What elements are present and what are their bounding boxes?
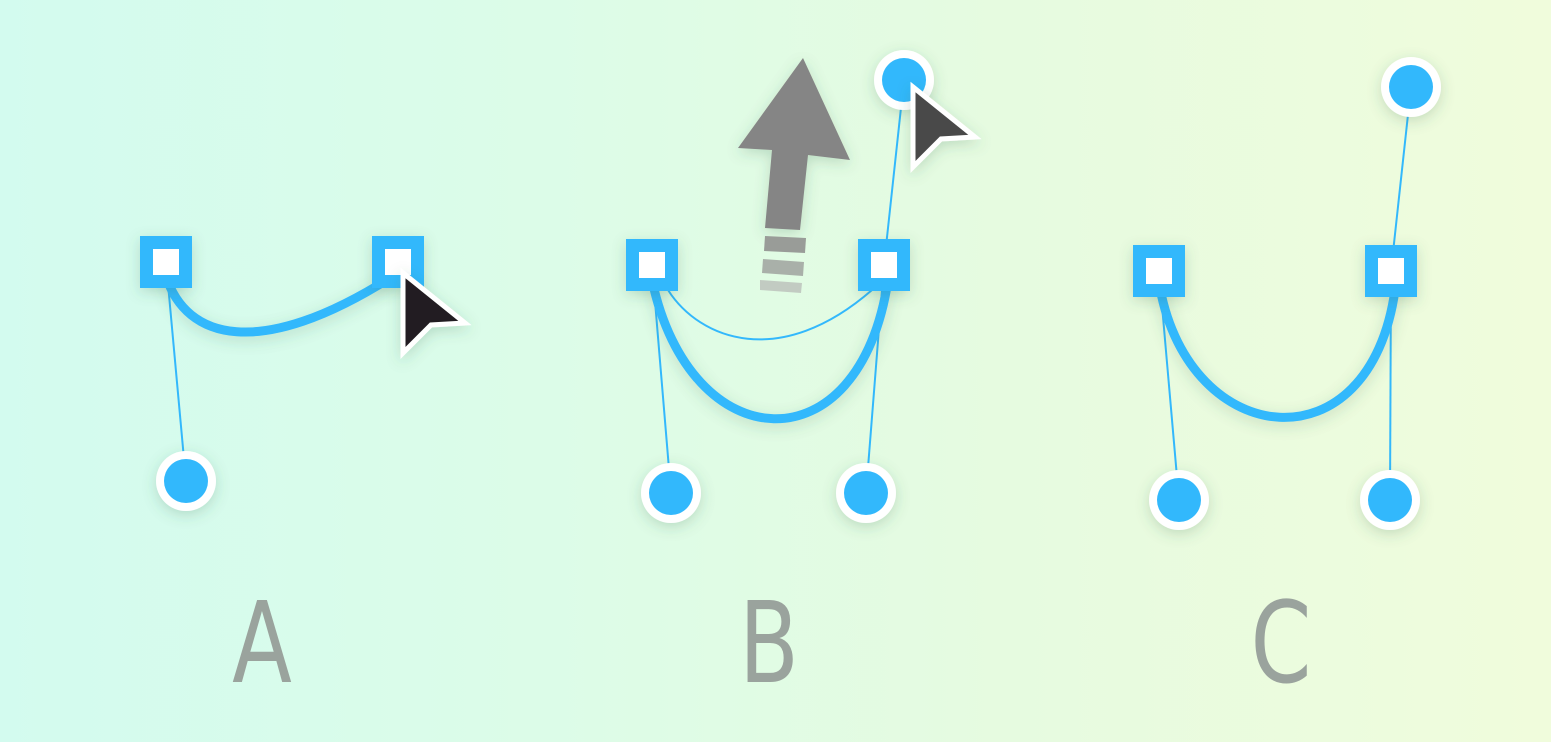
- panel-c: [1133, 57, 1441, 530]
- control-handle-1[interactable]: [156, 451, 216, 511]
- handle-line: [165, 261, 187, 482]
- anchor-point-2[interactable]: [372, 236, 424, 288]
- panel-label-b: B: [739, 579, 799, 709]
- bezier-curve-path[interactable]: [647, 275, 893, 424]
- anchor-point-1[interactable]: [140, 236, 192, 288]
- control-handle-3[interactable]: [1381, 57, 1441, 117]
- bezier-curve-path[interactable]: [161, 271, 395, 337]
- control-handle-1[interactable]: [1149, 470, 1209, 530]
- anchor-point-1[interactable]: [1133, 245, 1185, 297]
- panel-label-a: A: [232, 579, 292, 709]
- panel-label-c: C: [1250, 579, 1312, 709]
- control-handle-2[interactable]: [836, 463, 896, 523]
- anchor-point-2[interactable]: [1365, 245, 1417, 297]
- original-curve-path: [667, 289, 873, 341]
- anchor-point-2[interactable]: [858, 239, 910, 291]
- mouse-cursor-icon: [400, 267, 472, 360]
- handle-line: [1390, 86, 1412, 272]
- panel-b: [626, 50, 982, 523]
- panel-a: [140, 236, 472, 511]
- bezier-curve-path[interactable]: [1155, 283, 1400, 422]
- control-handle-2[interactable]: [1360, 470, 1420, 530]
- control-handle-1[interactable]: [641, 463, 701, 523]
- mouse-cursor-icon: [910, 81, 982, 174]
- arrow-head-shaft: [738, 58, 850, 230]
- handle-line: [883, 79, 905, 266]
- drag-up-arrow-icon: [738, 58, 850, 293]
- anchor-point-1[interactable]: [626, 239, 678, 291]
